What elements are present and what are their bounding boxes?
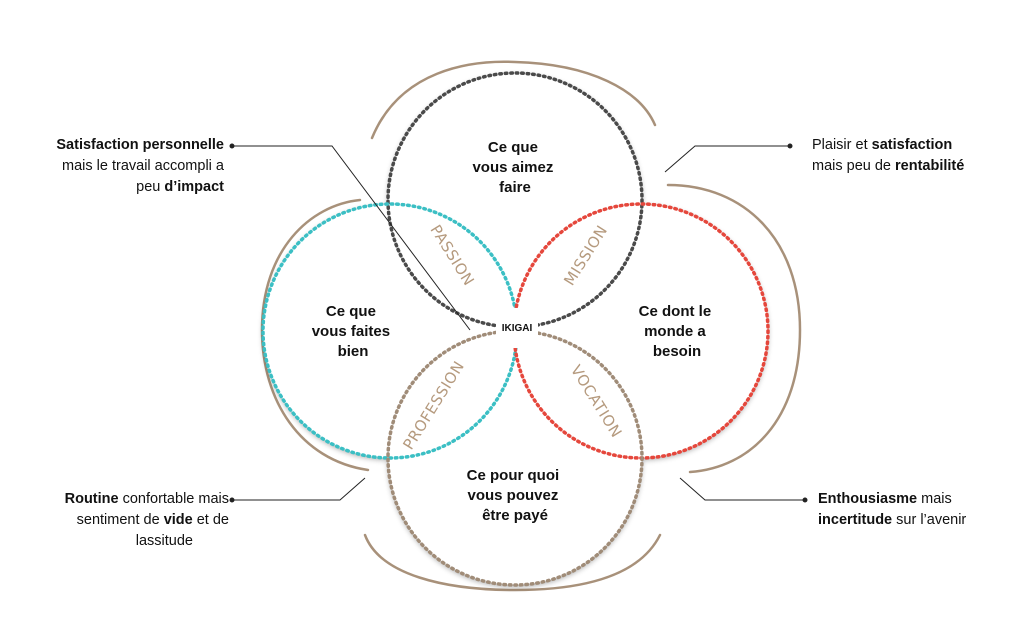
note-top-right: Plaisir et satisfaction mais peu de rent… [812,137,965,174]
ikigai-center-label: IKIGAI [502,323,533,334]
note-top-left: Satisfaction personnelle mais le travail… [56,137,224,195]
pointer-top-right [664,145,790,173]
circle-left-label: Ce que vous faites bien [312,303,395,360]
circle-bottom-label: Ce pour quoi vous pouvez être payé [467,467,564,524]
pointer-bottom-right [679,477,805,501]
outer-arc-right [666,183,802,474]
pointer-bottom-left [232,477,366,501]
ikigai-center-box [496,308,538,348]
outer-arc-top [370,60,657,140]
outer-ring [260,60,802,592]
circle-right-label: Ce dont le monde a besoin [639,303,716,360]
outer-arc-left [260,198,370,472]
note-bottom-right: Enthousiasme mais incertitude sur l’aven… [818,491,967,528]
pointer-top-left [232,145,471,331]
circle-top-label: Ce que vous aimez faire [472,139,557,196]
outer-arc-bottom [363,533,662,592]
note-bottom-left: Routine confortable mais sentiment de vi… [64,491,229,549]
